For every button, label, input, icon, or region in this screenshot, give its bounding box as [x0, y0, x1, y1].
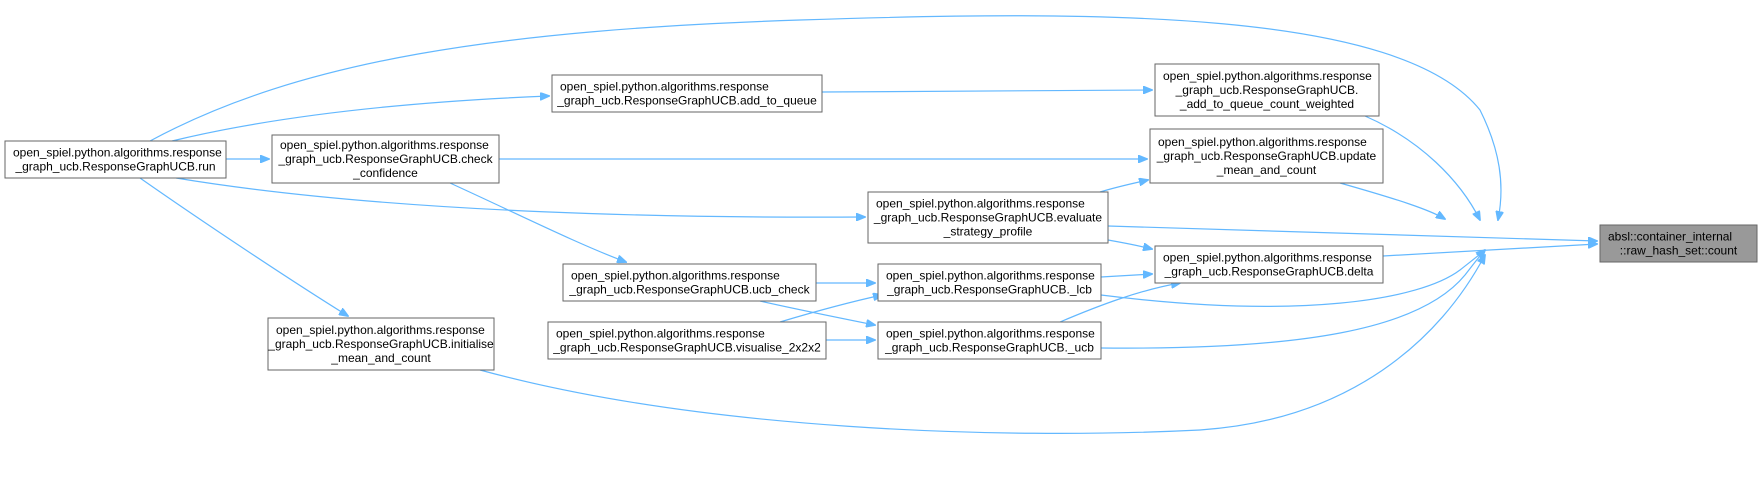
- node-box: [877, 263, 1102, 302]
- node-label-line: open_spiel.python.algorithms.response: [276, 323, 485, 337]
- node-label-line: absl::container_internal: [1608, 230, 1732, 244]
- edge-ucb_check-to-ucb: [759, 300, 875, 325]
- node-label-line: _graph_ucb.ResponseGraphUCB._ucb: [884, 341, 1094, 355]
- node-ucb-check[interactable]: open_spiel.python.algorithms.response_gr…: [562, 263, 817, 302]
- node-box: [1154, 63, 1380, 117]
- node-label-line: _graph_ucb.ResponseGraphUCB.add_to_queue: [556, 94, 817, 108]
- node-label-line: _graph_ucb.ResponseGraphUCB.check: [277, 152, 493, 166]
- node-label-line: open_spiel.python.algorithms.response: [886, 327, 1095, 341]
- node-box: [1599, 224, 1758, 263]
- node-add-to-queue[interactable]: open_spiel.python.algorithms.response_gr…: [551, 74, 823, 113]
- node-box: [551, 74, 823, 113]
- edge-add_weighted-to-count: [1364, 115, 1480, 220]
- node-label-line: open_spiel.python.algorithms.response: [560, 80, 769, 94]
- node-label-line: _confidence: [352, 166, 418, 180]
- node-label-line: _graph_ucb.ResponseGraphUCB.evaluate: [873, 211, 1102, 225]
- node-label-line: _graph_ucb.ResponseGraphUCB.visualise_2x…: [552, 341, 821, 355]
- node-box: [562, 263, 817, 302]
- edge-initialise-to-count: [479, 255, 1485, 434]
- node-label-line: open_spiel.python.algorithms.response: [13, 146, 222, 160]
- node-label-line: _mean_and_count: [1216, 163, 1317, 177]
- node-visualise[interactable]: open_spiel.python.algorithms.response_gr…: [547, 321, 827, 360]
- edge-lcb-to-count: [1100, 250, 1485, 307]
- node-label-line: _mean_and_count: [330, 351, 431, 365]
- nodes-layer: absl::container_internal::raw_hash_set::…: [4, 63, 1758, 371]
- edge-check_conf-to-ucb_check: [449, 182, 626, 262]
- edge-run-to-initialise: [139, 177, 348, 316]
- node-label-line: open_spiel.python.algorithms.response: [1163, 251, 1372, 265]
- node-add-weighted[interactable]: open_spiel.python.algorithms.response_gr…: [1154, 63, 1380, 117]
- edge-evaluate-to-count: [1107, 225, 1597, 241]
- node-label-line: _strategy_profile: [943, 225, 1033, 239]
- node-label-line: _add_to_queue_count_weighted: [1179, 97, 1354, 111]
- node-label-line: _graph_ucb.ResponseGraphUCB.delta: [1164, 265, 1374, 279]
- node-label-line: _graph_ucb.ResponseGraphUCB.run: [14, 160, 215, 174]
- node-box: [1149, 128, 1384, 184]
- edge-ucb-to-delta: [1059, 283, 1180, 323]
- node-initialise[interactable]: open_spiel.python.algorithms.response_gr…: [267, 317, 495, 371]
- edge-ucb-to-count: [1100, 250, 1485, 349]
- node-box: [4, 140, 227, 179]
- edges-layer: [139, 15, 1597, 434]
- node-label-line: _graph_ucb.ResponseGraphUCB.initialise: [267, 337, 494, 351]
- node-label-line: open_spiel.python.algorithms.response: [1163, 69, 1372, 83]
- node-delta[interactable]: open_spiel.python.algorithms.response_gr…: [1154, 245, 1384, 284]
- node-box: [267, 317, 495, 371]
- node-box: [867, 191, 1109, 244]
- node-label-line: open_spiel.python.algorithms.response: [876, 197, 1085, 211]
- edge-evaluate-to-delta: [1107, 239, 1152, 249]
- node-count[interactable]: absl::container_internal::raw_hash_set::…: [1599, 224, 1758, 263]
- edge-evaluate-to-update_mean: [1099, 180, 1148, 193]
- node-label-line: open_spiel.python.algorithms.response: [1158, 135, 1367, 149]
- node-label-line: open_spiel.python.algorithms.response: [556, 327, 765, 341]
- edge-run-to-evaluate: [175, 177, 865, 217]
- edge-run-to-count: [149, 15, 1501, 220]
- node-update-mean[interactable]: open_spiel.python.algorithms.response_gr…: [1149, 128, 1384, 184]
- edge-visualise-to-lcb: [779, 295, 882, 323]
- node-run[interactable]: open_spiel.python.algorithms.response_gr…: [4, 140, 227, 179]
- node-box: [877, 321, 1102, 360]
- node-label-line: _graph_ucb.ResponseGraphUCB.update: [1156, 149, 1377, 163]
- node-label-line: _graph_ucb.ResponseGraphUCB.: [1175, 83, 1359, 97]
- edge-lcb-to-delta: [1100, 274, 1152, 277]
- node-box: [271, 134, 500, 184]
- node-label-line: ::raw_hash_set::count: [1620, 244, 1738, 258]
- node-box: [1154, 245, 1384, 284]
- node-label-line: _graph_ucb.ResponseGraphUCB._lcb: [886, 283, 1092, 297]
- node-label-line: open_spiel.python.algorithms.response: [886, 269, 1095, 283]
- node-box: [547, 321, 827, 360]
- node-lcb[interactable]: open_spiel.python.algorithms.response_gr…: [877, 263, 1102, 302]
- node-label-line: open_spiel.python.algorithms.response: [280, 138, 489, 152]
- node-evaluate[interactable]: open_spiel.python.algorithms.response_gr…: [867, 191, 1109, 244]
- edge-update_mean-to-count: [1339, 182, 1445, 219]
- node-label-line: open_spiel.python.algorithms.response: [571, 269, 780, 283]
- edge-run-to-add_to_queue: [171, 96, 549, 142]
- node-label-line: _graph_ucb.ResponseGraphUCB.ucb_check: [568, 283, 810, 297]
- node-ucb[interactable]: open_spiel.python.algorithms.response_gr…: [877, 321, 1102, 360]
- node-check-conf[interactable]: open_spiel.python.algorithms.response_gr…: [271, 134, 500, 184]
- edge-add_to_queue-to-add_weighted: [821, 90, 1152, 92]
- edge-delta-to-count: [1382, 244, 1597, 257]
